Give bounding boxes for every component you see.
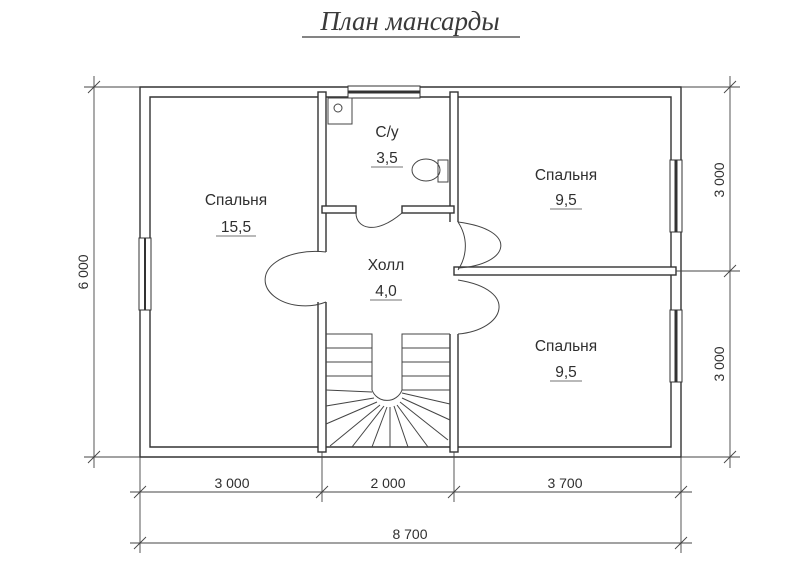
dim-right-2: 3 000: [711, 346, 727, 381]
sink-icon: [327, 97, 353, 125]
wall-wc-bottom-left: [321, 205, 357, 214]
staircase: [325, 333, 451, 448]
room-area-wc: 3,5: [376, 150, 398, 167]
dim-bottom-total: 8 700: [392, 526, 427, 542]
dim-right-1: 3 000: [711, 162, 727, 197]
dim-bottom-1: 3 000: [214, 475, 249, 491]
dimension-bottom-total: [130, 502, 692, 553]
room-name-bedroom-top-right: Спальня: [535, 167, 597, 184]
dim-bottom-3: 3 700: [547, 475, 582, 491]
door-swing-right-upper: [457, 221, 466, 271]
dimension-bottom-segments: [130, 452, 692, 502]
wall-wc-bottom-right: [401, 205, 455, 214]
dim-left-total: 6 000: [75, 254, 91, 289]
door-swing-wc: [355, 212, 403, 228]
door-gap-right: [449, 222, 459, 334]
room-name-bedroom-large: Спальня: [205, 192, 267, 209]
door-swing-right-lower-curve: [457, 279, 500, 335]
room-area-bedroom-large: 15,5: [221, 219, 251, 236]
room-name-bedroom-bottom-right: Спальня: [535, 338, 597, 355]
dim-bottom-2: 2 000: [370, 475, 405, 491]
room-name-hall: Холл: [368, 257, 405, 274]
room-area-bedroom-bottom-right: 9,5: [555, 364, 577, 381]
room-area-bedroom-top-right: 9,5: [555, 192, 577, 209]
dimension-left-total: [84, 76, 140, 468]
wall-bedrooms-split: [453, 266, 677, 276]
room-name-wc: С/у: [375, 124, 399, 141]
door-swing-right-upper-curve: [457, 221, 502, 269]
door-gap-left: [317, 252, 327, 302]
plan-title: План мансарды: [319, 6, 499, 36]
door-swing-left: [264, 250, 327, 307]
room-area-hall: 4,0: [375, 283, 397, 300]
toilet-icon: [411, 158, 449, 183]
dimension-right-segments: [676, 76, 740, 468]
